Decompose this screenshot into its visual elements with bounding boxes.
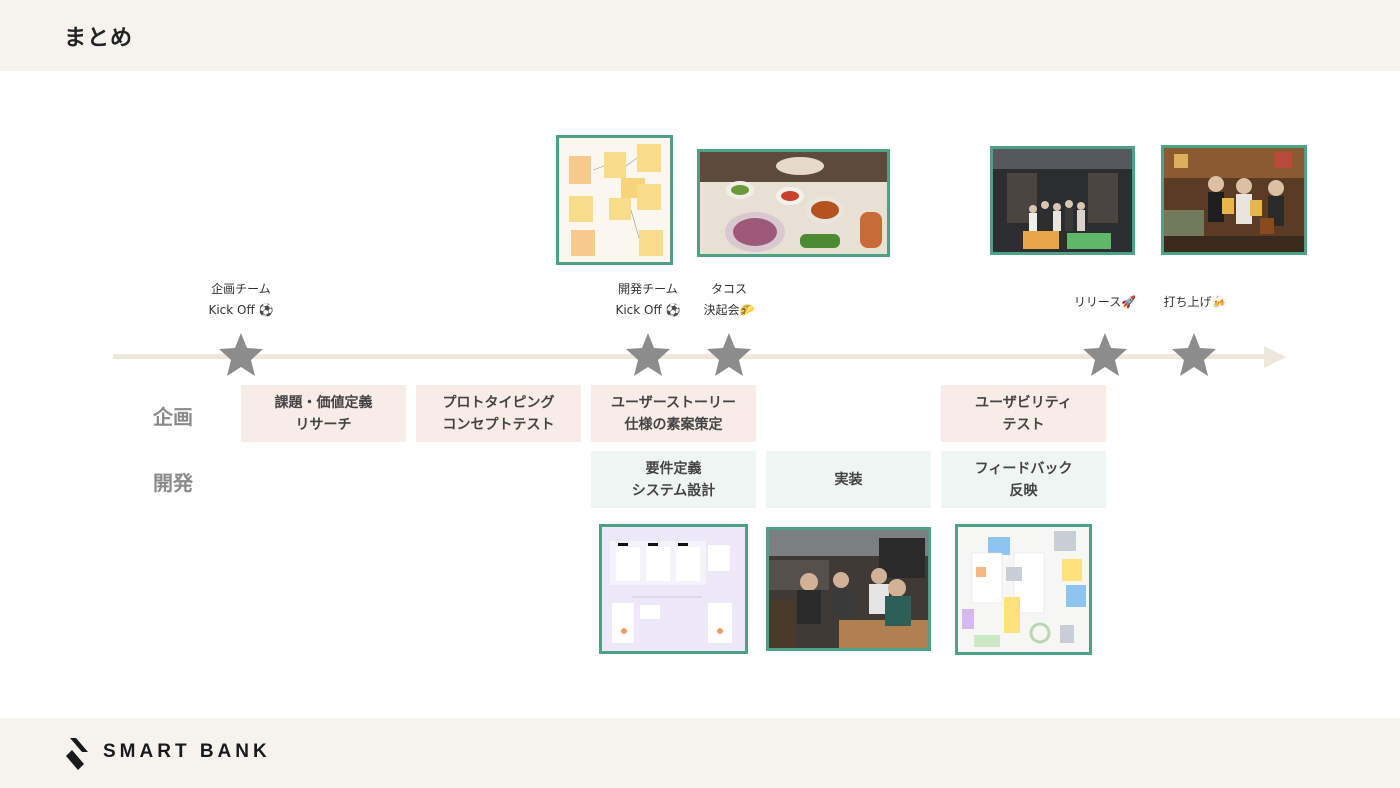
planning-box-prototyping: プロトタイピング コンセプトテスト (416, 385, 581, 442)
feedback-board-photo (955, 524, 1092, 655)
box-line1: 課題・価値定義 (274, 394, 373, 411)
star-icon (1170, 331, 1218, 379)
dev-box-requirements: 要件定義 システム設計 (591, 451, 756, 508)
box-line2: 反映 (1009, 482, 1038, 499)
box-line1: ユーザビリティ (975, 394, 1072, 411)
sticky-notes-photo (556, 135, 673, 265)
dev-box-feedback: フィードバック 反映 (941, 451, 1106, 508)
brand-name: SMART BANK (103, 741, 271, 762)
box-line1: プロトタイピング (442, 394, 555, 411)
milestone-afterparty: 打ち上げ🍻 (1156, 292, 1234, 313)
milestone-dev-kickoff: 開発チーム Kick Off ⚽ (608, 279, 688, 321)
star-icon (217, 331, 265, 379)
timeline-arrow-icon (1264, 346, 1286, 368)
box-line2: 仕様の素案策定 (624, 416, 723, 433)
box-line1: フィードバック (974, 460, 1073, 477)
planning-box-research: 課題・価値定義 リサーチ (241, 385, 406, 442)
box-line2: テスト (1002, 416, 1045, 433)
milestone-label-line1: 打ち上げ🍻 (1163, 295, 1227, 309)
milestone-release: リリース🚀 (1066, 292, 1144, 313)
milestone-label-line2: Kick Off ⚽ (615, 303, 681, 317)
header-band (0, 0, 1400, 71)
star-icon (1081, 331, 1129, 379)
star-icon (624, 331, 672, 379)
smartbank-logo-icon (66, 738, 92, 770)
row-label-planning: 企画 (153, 405, 193, 429)
box-line1: ユーザーストーリー (610, 394, 737, 411)
star-icon (705, 331, 753, 379)
milestone-tacos: タコス 決起会🌮 (694, 279, 764, 321)
implementation-team-photo (766, 527, 931, 651)
planning-box-user-story: ユーザーストーリー 仕様の素案策定 (591, 385, 756, 442)
milestone-label-line1: リリース🚀 (1073, 295, 1137, 309)
page-title: まとめ (64, 26, 134, 51)
milestone-label-line1: タコス (710, 282, 747, 296)
row-label-development: 開発 (153, 471, 193, 495)
box-line1: 実装 (834, 471, 863, 488)
box-line1: 要件定義 (645, 460, 702, 477)
system-design-board-photo (599, 524, 748, 654)
dev-box-implementation: 実装 (766, 451, 931, 508)
footer-band (0, 718, 1400, 788)
milestone-label-line1: 開発チーム (618, 282, 678, 296)
timeline-line (113, 354, 1268, 359)
tacos-party-photo (697, 149, 890, 257)
milestone-label-line2: 決起会🌮 (703, 303, 755, 317)
planning-box-usability: ユーザビリティ テスト (941, 385, 1106, 442)
release-team-photo (990, 146, 1135, 255)
box-line2: システム設計 (631, 482, 716, 499)
milestone-planning-kickoff: 企画チーム Kick Off ⚽ (201, 279, 281, 321)
afterparty-photo (1161, 145, 1307, 255)
milestone-label-line1: 企画チーム (211, 282, 271, 296)
box-line2: コンセプトテスト (442, 416, 555, 433)
milestone-label-line2: Kick Off ⚽ (208, 303, 274, 317)
box-line2: リサーチ (295, 416, 352, 433)
